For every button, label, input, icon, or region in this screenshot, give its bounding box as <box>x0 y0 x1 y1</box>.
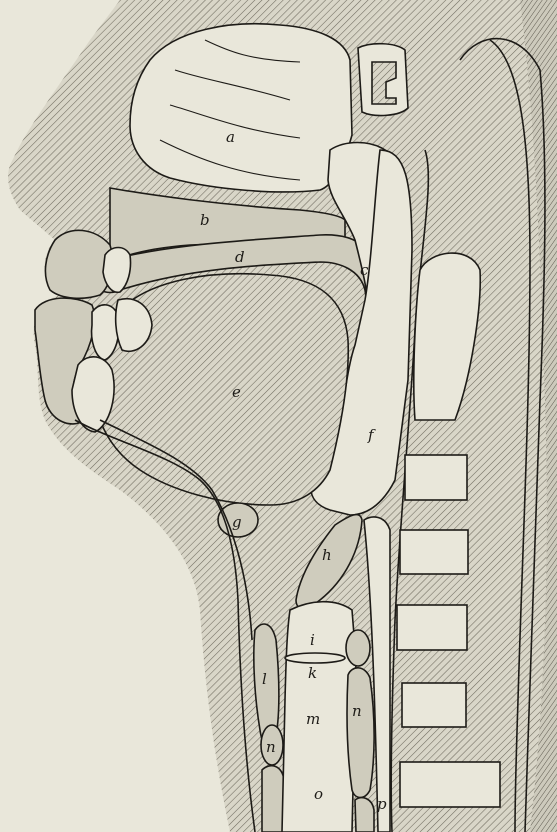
label-p: p <box>377 795 387 813</box>
region-a <box>130 24 352 192</box>
label-g: g <box>232 513 242 531</box>
upper-lip <box>45 230 112 298</box>
label-d: d <box>235 248 245 266</box>
vertebra-1 <box>405 455 467 500</box>
region-n-right-upper <box>346 630 370 666</box>
label-h-upper: h <box>322 546 332 564</box>
label-c: c <box>360 261 369 279</box>
label-e: e <box>232 383 241 401</box>
label-k: k <box>308 664 317 682</box>
vertebra-5 <box>400 762 500 807</box>
vocal-fold-marker <box>285 653 345 663</box>
vertebra-4 <box>402 683 466 727</box>
label-l: l <box>262 670 267 688</box>
vertebra-3 <box>397 605 467 650</box>
label-i: i <box>310 631 315 649</box>
label-n-right: n <box>352 702 362 720</box>
label-a: a <box>226 128 235 146</box>
label-n-left: n <box>266 738 276 756</box>
label-b: b <box>200 211 210 229</box>
region-n-right <box>347 668 374 798</box>
label-m: m <box>306 710 320 728</box>
label-o: o <box>314 785 323 803</box>
vertebra-2 <box>400 530 468 574</box>
